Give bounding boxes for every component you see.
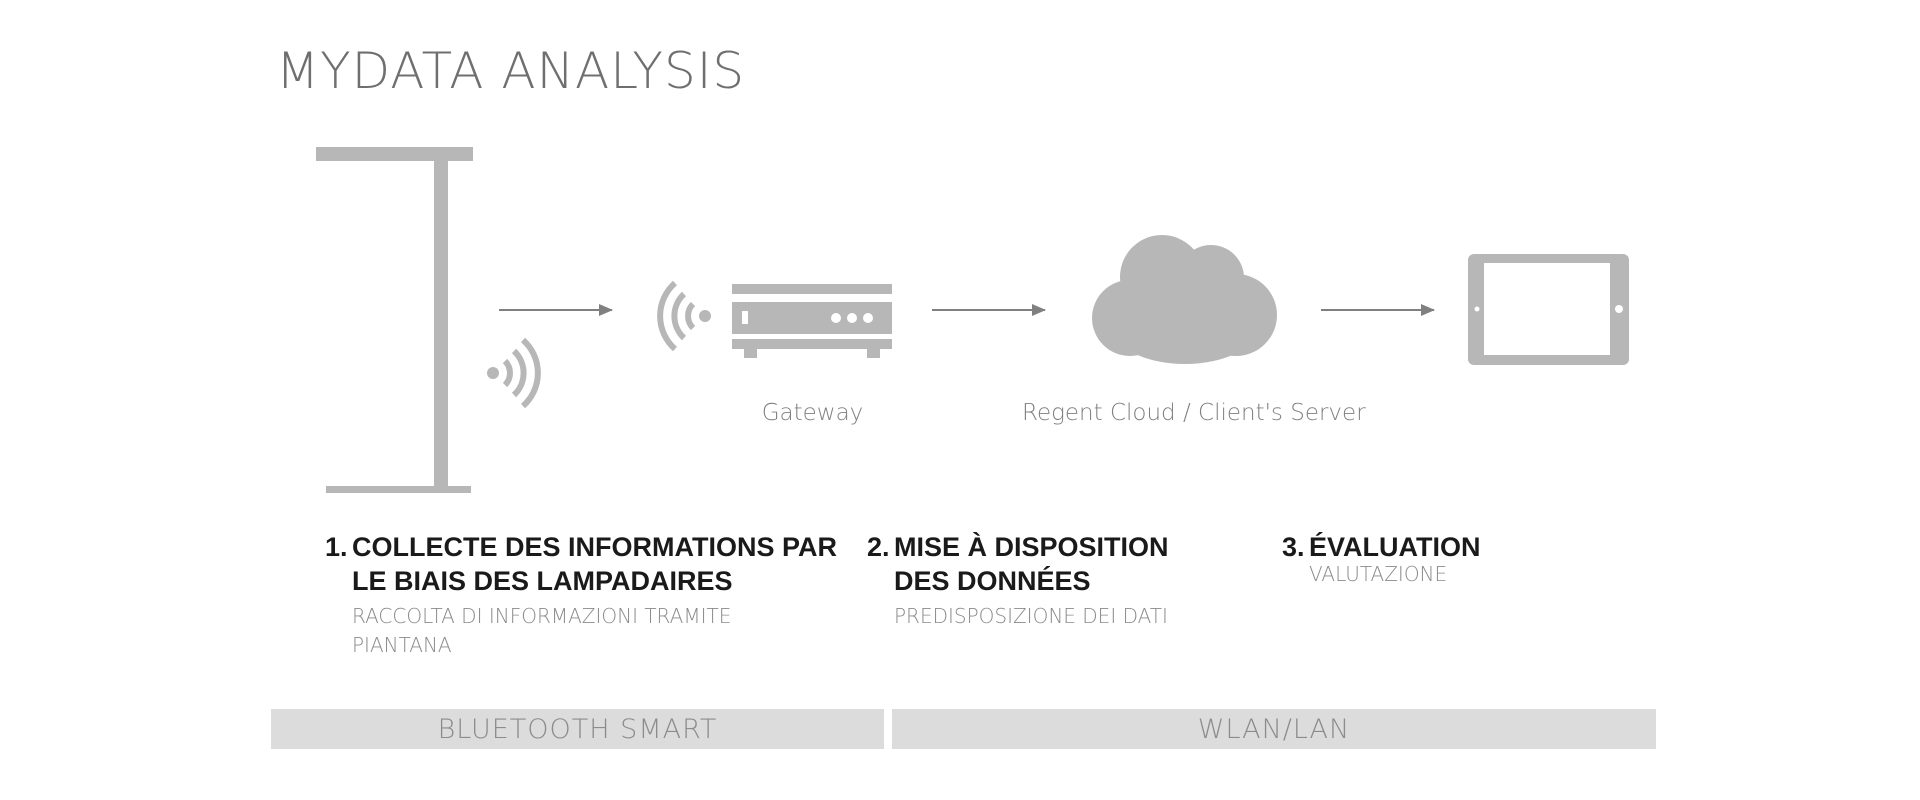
step-2-heading-line2: DES DONNÉES <box>894 566 1091 596</box>
cloud-label: Regent Cloud / Client's Server <box>1022 400 1366 426</box>
step-1-subtitle-line1: RACCOLTA DI INFORMAZIONI TRAMITE <box>352 604 732 628</box>
step-3-subtitle-line1: VALUTAZIONE <box>1309 562 1448 586</box>
step-2-number: 2. <box>867 532 890 562</box>
bluetooth-band-label: BLUETOOTH SMART <box>437 713 718 745</box>
step-3-subtitle: VALUTAZIONE <box>1282 560 1682 589</box>
gateway-router-icon <box>732 284 892 358</box>
step-2-subtitle-line1: PREDISPOSIZIONE DEI DATI <box>894 604 1168 628</box>
step-1-number: 1. <box>325 532 348 562</box>
step-2-subtitle: PREDISPOSIZIONE DEI DATI <box>867 602 1267 631</box>
wlan-band-label: WLAN/LAN <box>1197 713 1351 745</box>
step-1-heading-line1: COLLECTE DES INFORMATIONS PAR <box>352 532 837 562</box>
gateway-label: Gateway <box>761 400 864 426</box>
step-2-heading: 2.MISE À DISPOSITION DES DONNÉES <box>867 530 1267 598</box>
step-3-heading-line1: ÉVALUATION <box>1309 532 1481 562</box>
step-1-subtitle-line2: PIANTANA <box>352 633 452 657</box>
step-2-heading-line1: MISE À DISPOSITION <box>894 532 1169 562</box>
step-1-heading: 1.COLLECTE DES INFORMATIONS PAR LE BIAIS… <box>325 530 845 598</box>
step-3: 3.ÉVALUATION VALUTAZIONE <box>1282 530 1682 589</box>
floor-lamp-icon <box>316 147 473 493</box>
wifi-signal-icon <box>657 280 711 352</box>
step-2: 2.MISE À DISPOSITION DES DONNÉES PREDISP… <box>867 530 1267 631</box>
page-title: MYDATA ANALYSIS <box>276 42 746 100</box>
step-3-heading: 3.ÉVALUATION <box>1282 530 1682 564</box>
step-1-subtitle: RACCOLTA DI INFORMAZIONI TRAMITE PIANTAN… <box>325 602 845 660</box>
bluetooth-band: BLUETOOTH SMART <box>271 709 884 749</box>
cloud-icon <box>1092 235 1277 364</box>
step-1: 1.COLLECTE DES INFORMATIONS PAR LE BIAIS… <box>325 530 845 660</box>
step-3-number: 3. <box>1282 532 1305 562</box>
wlan-band: WLAN/LAN <box>892 709 1656 749</box>
wifi-signal-icon <box>487 337 541 409</box>
step-1-heading-line2: LE BIAIS DES LAMPADAIRES <box>352 566 733 596</box>
tablet-icon <box>1468 254 1629 365</box>
